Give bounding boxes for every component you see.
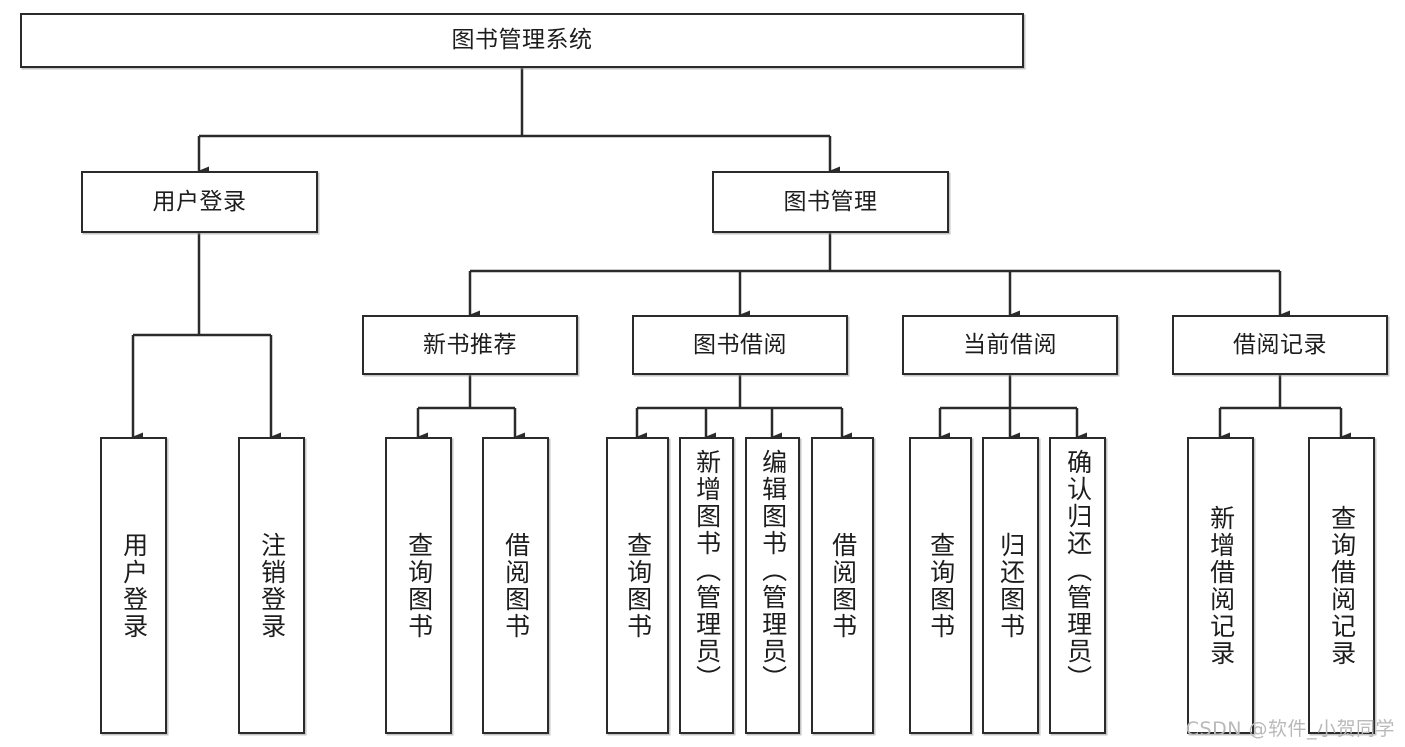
node-label: 图书管理系统 [451, 27, 593, 54]
node-label: 查询图书 [404, 531, 434, 640]
node-level3-new-book-recommend[interactable]: 新书推荐 [362, 315, 578, 375]
node-label: 查询借阅记录 [1327, 504, 1357, 667]
node-label: 用户登录 [119, 531, 149, 640]
node-label: 借阅图书 [828, 531, 858, 640]
node-leaf-leaf-return-book[interactable]: 归还图书 [982, 437, 1039, 734]
node-label: 当前借阅 [963, 331, 1057, 358]
node-level3-book-borrow[interactable]: 图书借阅 [632, 315, 848, 375]
node-level2-book-manage[interactable]: 图书管理 [712, 171, 949, 233]
node-leaf-leaf-user-login[interactable]: 用户登录 [100, 437, 167, 734]
node-leaf-leaf-query-record[interactable]: 查询借阅记录 [1308, 437, 1375, 734]
node-label: 查询图书 [926, 531, 956, 640]
node-leaf-leaf-borrow-book-1[interactable]: 借阅图书 [482, 437, 549, 734]
node-label: 注销登录 [257, 531, 287, 640]
node-leaf-leaf-query-book-1[interactable]: 查询图书 [385, 437, 452, 734]
node-leaf-leaf-logout[interactable]: 注销登录 [238, 437, 305, 734]
node-label: 查询图书 [623, 531, 653, 640]
node-label: 借阅图书 [501, 531, 531, 640]
node-leaf-leaf-add-book[interactable]: 新增图书（管理员） [679, 437, 734, 734]
node-level3-borrow-record[interactable]: 借阅记录 [1172, 315, 1388, 375]
node-level2-user-login[interactable]: 用户登录 [81, 171, 318, 233]
node-label: 归还图书 [996, 531, 1026, 640]
node-label: 图书借阅 [693, 331, 787, 358]
node-label: 确认归还（管理员） [1063, 449, 1093, 692]
node-label: 新增图书（管理员） [692, 449, 722, 692]
node-label: 新增借阅记录 [1206, 504, 1236, 667]
node-label: 借阅记录 [1233, 331, 1327, 358]
watermark-text: CSDN @软件_小贺同学 [1185, 718, 1395, 740]
node-leaf-leaf-borrow-book-2[interactable]: 借阅图书 [811, 437, 874, 734]
node-leaf-leaf-edit-book[interactable]: 编辑图书（管理员） [745, 437, 800, 734]
node-leaf-leaf-confirm-return[interactable]: 确认归还（管理员） [1049, 437, 1106, 734]
node-level3-current-borrow[interactable]: 当前借阅 [902, 315, 1118, 375]
node-label: 图书管理 [783, 188, 878, 215]
node-label: 新书推荐 [423, 331, 517, 358]
node-leaf-leaf-add-record[interactable]: 新增借阅记录 [1187, 437, 1254, 734]
node-root-root[interactable]: 图书管理系统 [20, 13, 1024, 68]
node-leaf-leaf-query-book-2[interactable]: 查询图书 [606, 437, 669, 734]
node-leaf-leaf-query-book-3[interactable]: 查询图书 [909, 437, 972, 734]
node-label: 用户登录 [152, 188, 247, 215]
node-label: 编辑图书（管理员） [758, 449, 788, 692]
